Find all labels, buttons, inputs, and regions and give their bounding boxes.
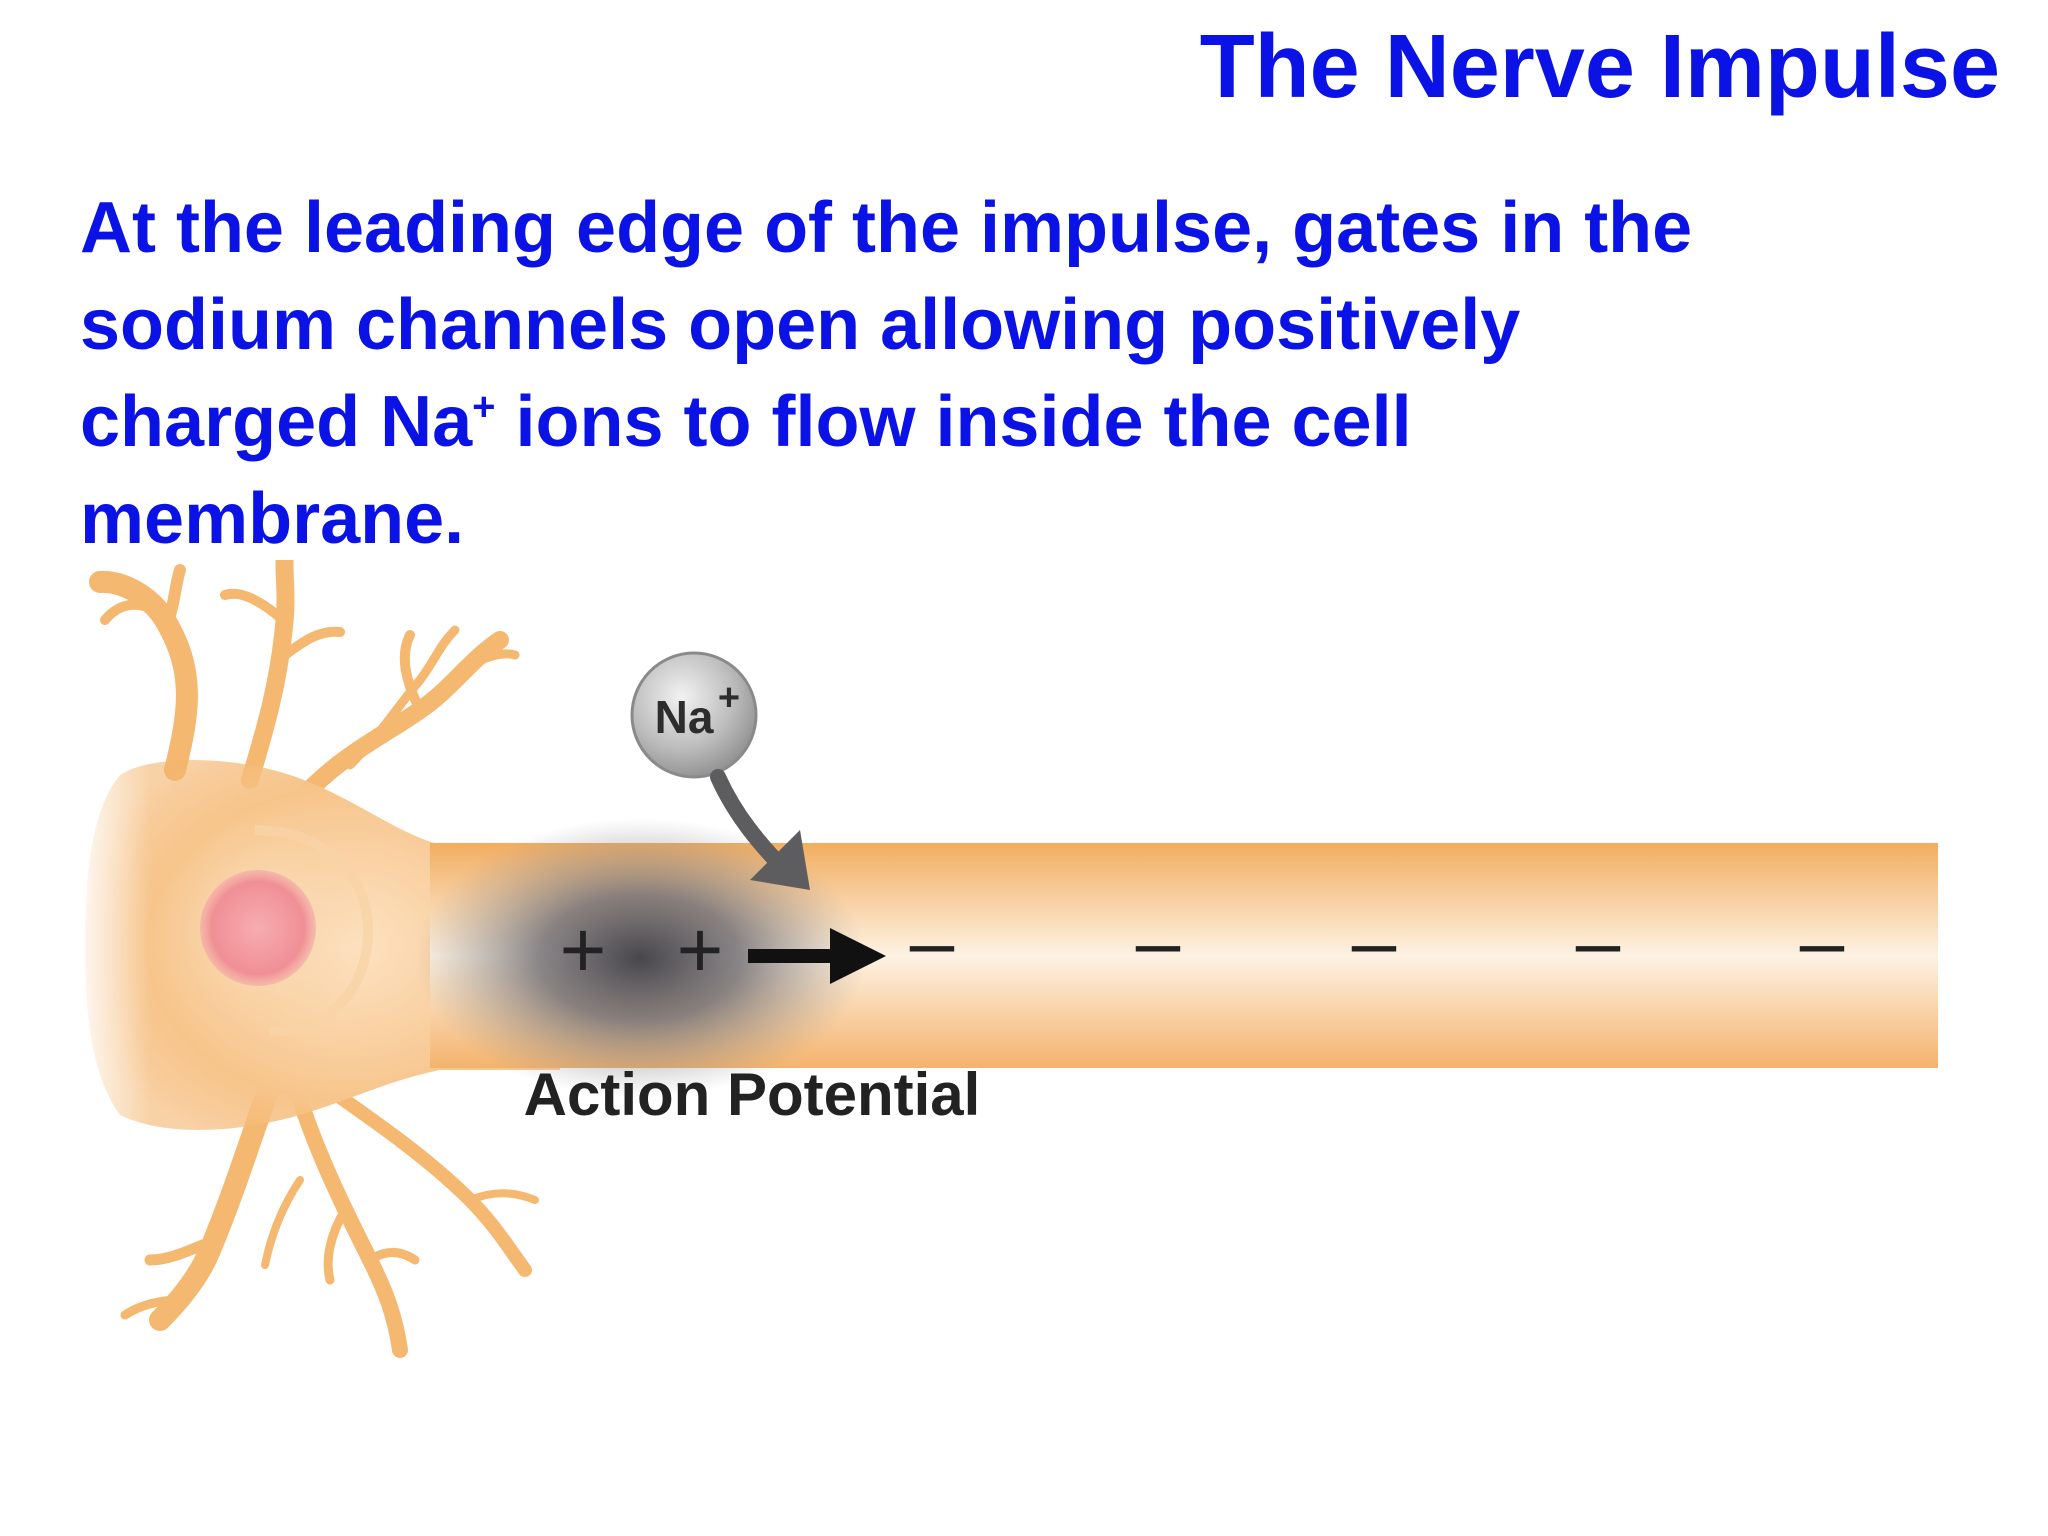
sodium-ion-label: Na xyxy=(655,691,714,743)
propagation-arrowhead xyxy=(830,928,886,984)
charges: + + – – – – – xyxy=(560,897,1845,994)
neuron-diagram: Na + + + – – – – – Action Potential xyxy=(70,560,1938,1358)
positive-charge: + xyxy=(560,905,607,994)
positive-charge: + xyxy=(677,905,724,994)
body-line-1: At the leading edge of the impulse, gate… xyxy=(80,188,1693,268)
body-line-2: sodium channels open allowing positively xyxy=(80,285,1521,365)
body-line-4: membrane. xyxy=(80,479,465,559)
sodium-ion xyxy=(630,651,758,779)
negative-charge: – xyxy=(1352,897,1397,986)
dendrites-bottom xyxy=(120,1074,539,1358)
action-potential-caption: Action Potential xyxy=(524,1061,981,1128)
negative-charge: – xyxy=(910,897,955,986)
propagation-arrow-shaft xyxy=(748,949,838,963)
nucleus xyxy=(200,870,316,986)
body-line-3-end: ions to flow inside the cell xyxy=(495,382,1412,462)
negative-charge: – xyxy=(1800,897,1845,986)
dendrites-top xyxy=(89,560,520,809)
cell-body-fade xyxy=(70,760,150,1140)
slide-title: The Nerve Impulse xyxy=(1199,17,2000,117)
sodium-charge-superscript: + xyxy=(472,385,496,429)
sodium-ion-charge: + xyxy=(718,677,740,719)
body-line-3-start: charged Na xyxy=(80,382,473,462)
negative-charge: – xyxy=(1136,897,1181,986)
nucleus-outline xyxy=(254,825,374,1037)
sodium-inflow-arrowhead xyxy=(750,830,810,890)
action-potential-region xyxy=(415,818,865,1098)
negative-charge: – xyxy=(1576,897,1621,986)
body-paragraph: At the leading edge of the impulse, gate… xyxy=(80,180,1960,568)
